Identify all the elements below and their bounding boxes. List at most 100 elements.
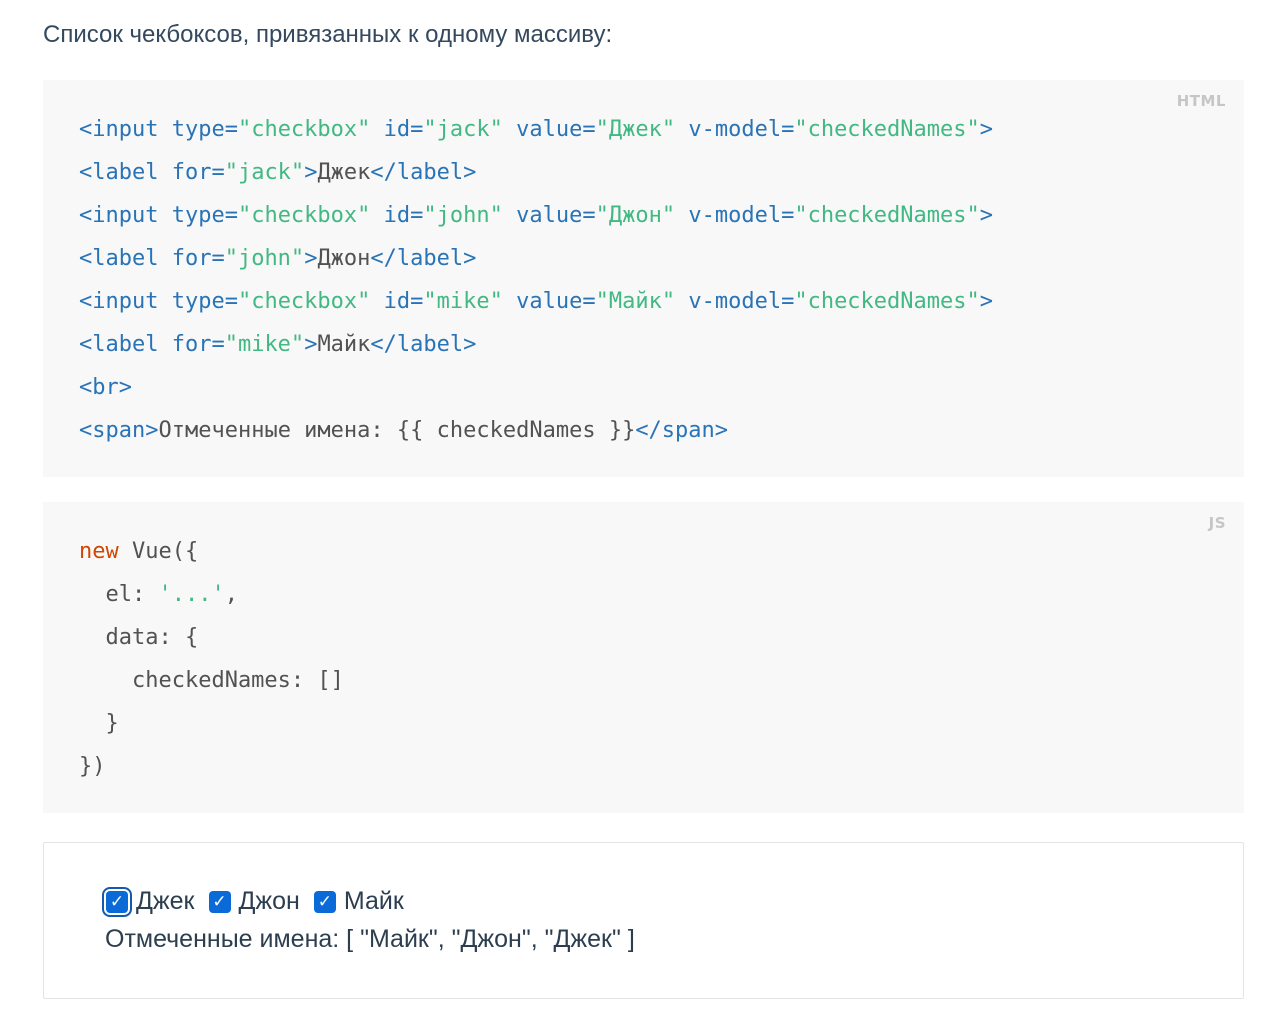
- code-token: >: [979, 117, 994, 142]
- code-token: id=: [383, 203, 424, 228]
- code-line: new Vue({: [79, 539, 198, 564]
- code-token: <input: [79, 203, 172, 228]
- code-token: checkedNames: []: [79, 668, 344, 693]
- checkbox-label-mike[interactable]: Майк: [343, 887, 404, 915]
- code-line: }): [79, 754, 106, 779]
- code-token: "john": [423, 203, 503, 228]
- checkbox-jack[interactable]: ✓: [102, 886, 132, 917]
- code-token: "mike": [224, 332, 305, 357]
- code-token: id=: [383, 117, 424, 142]
- code-token: <span>: [79, 418, 159, 443]
- code-token: [370, 203, 383, 228]
- code-token: "checkbox": [237, 289, 371, 314]
- html-lang-badge: HTML: [1176, 92, 1226, 110]
- code-token: "jack": [224, 160, 305, 185]
- code-token: for=: [171, 332, 225, 357]
- code-token: "checkedNames": [794, 117, 980, 142]
- checkbox-mike[interactable]: ✓: [313, 890, 336, 913]
- code-token: Джон: [317, 246, 371, 271]
- code-token: </label>: [370, 246, 477, 271]
- code-token: [370, 117, 383, 142]
- code-token: new: [79, 539, 119, 564]
- code-token: type=: [171, 289, 238, 314]
- code-token: type=: [171, 203, 238, 228]
- code-token: for=: [171, 246, 225, 271]
- code-token: v-model=: [688, 289, 795, 314]
- code-token: <label: [79, 332, 172, 357]
- code-token: <label: [79, 160, 172, 185]
- code-line: <label for="mike">Майк</label>: [79, 332, 476, 357]
- demo-panel: ✓ Джек ✓ Джон ✓ Майк Отмеченные имена: […: [43, 842, 1244, 999]
- code-token: for=: [171, 160, 225, 185]
- code-token: v-model=: [688, 117, 795, 142]
- code-line: <label for="john">Джон</label>: [79, 246, 476, 271]
- code-token: v-model=: [688, 203, 795, 228]
- code-token: Vue({: [118, 539, 199, 564]
- code-line: checkedNames: []: [79, 668, 344, 693]
- code-token: [675, 117, 688, 142]
- code-token: </label>: [370, 160, 477, 185]
- code-token: <input: [79, 117, 172, 142]
- code-line: <input type="checkbox" id="mike" value="…: [79, 289, 993, 314]
- code-token: "Джон": [595, 203, 676, 228]
- code-token: [370, 289, 383, 314]
- code-token: <br>: [79, 375, 132, 400]
- intro-text: Список чекбоксов, привязанных к одному м…: [43, 21, 613, 48]
- code-token: "john": [224, 246, 305, 271]
- checkbox-label-jack[interactable]: Джек: [136, 887, 195, 915]
- code-token: <label: [79, 246, 172, 271]
- code-token: }): [79, 754, 106, 779]
- code-token: value=: [516, 289, 596, 314]
- code-token: "checkbox": [237, 117, 371, 142]
- code-line: <input type="checkbox" id="john" value="…: [79, 203, 993, 228]
- code-token: '...': [158, 582, 225, 607]
- code-token: >: [979, 203, 994, 228]
- code-token: "Джек": [595, 117, 676, 142]
- code-token: Отмеченные имена: {{ checkedNames }}: [158, 418, 636, 443]
- code-token: [503, 203, 516, 228]
- code-token: >: [979, 289, 994, 314]
- code-token: >: [304, 246, 318, 271]
- code-token: "mike": [423, 289, 503, 314]
- code-line: }: [79, 711, 119, 736]
- code-token: [503, 289, 516, 314]
- code-token: "checkbox": [237, 203, 371, 228]
- js-code: new Vue({ el: '...', data: { checkedName…: [79, 530, 344, 788]
- code-token: }: [79, 711, 119, 736]
- checkbox-row: ✓ Джек ✓ Джон ✓ Майк: [102, 886, 418, 917]
- code-token: [503, 117, 516, 142]
- code-token: "checkedNames": [794, 289, 980, 314]
- code-token: "jack": [423, 117, 503, 142]
- code-line: <span>Отмеченные имена: {{ checkedNames …: [79, 418, 728, 443]
- js-lang-badge: JS: [1208, 514, 1226, 532]
- html-code-block: HTML <input type="checkbox" id="jack" va…: [43, 80, 1244, 477]
- checkbox-label-john[interactable]: Джон: [238, 887, 300, 915]
- code-token: value=: [516, 117, 596, 142]
- code-line: <input type="checkbox" id="jack" value="…: [79, 117, 993, 142]
- code-token: Джек: [317, 160, 371, 185]
- code-token: el:: [79, 582, 159, 607]
- code-token: [675, 203, 688, 228]
- checked-names-result: Отмеченные имена: [ "Майк", "Джон", "Дже…: [105, 925, 635, 953]
- checkbox-john[interactable]: ✓: [208, 890, 231, 913]
- code-token: [675, 289, 688, 314]
- code-token: Майк: [317, 332, 371, 357]
- code-token: type=: [171, 117, 238, 142]
- code-line: <br>: [79, 375, 132, 400]
- code-token: "checkedNames": [794, 203, 980, 228]
- code-token: "Майк": [595, 289, 676, 314]
- html-code: <input type="checkbox" id="jack" value="…: [79, 108, 993, 452]
- js-code-block: JS new Vue({ el: '...', data: { checkedN…: [43, 502, 1244, 813]
- code-token: <input: [79, 289, 172, 314]
- code-token: </span>: [635, 418, 729, 443]
- code-line: data: {: [79, 625, 198, 650]
- code-token: ,: [224, 582, 238, 607]
- code-line: <label for="jack">Джек</label>: [79, 160, 476, 185]
- code-token: value=: [516, 203, 596, 228]
- code-token: id=: [383, 289, 424, 314]
- code-token: </label>: [370, 332, 477, 357]
- code-token: >: [304, 160, 318, 185]
- code-token: data: {: [79, 625, 199, 650]
- code-line: el: '...',: [79, 582, 238, 607]
- code-token: >: [304, 332, 318, 357]
